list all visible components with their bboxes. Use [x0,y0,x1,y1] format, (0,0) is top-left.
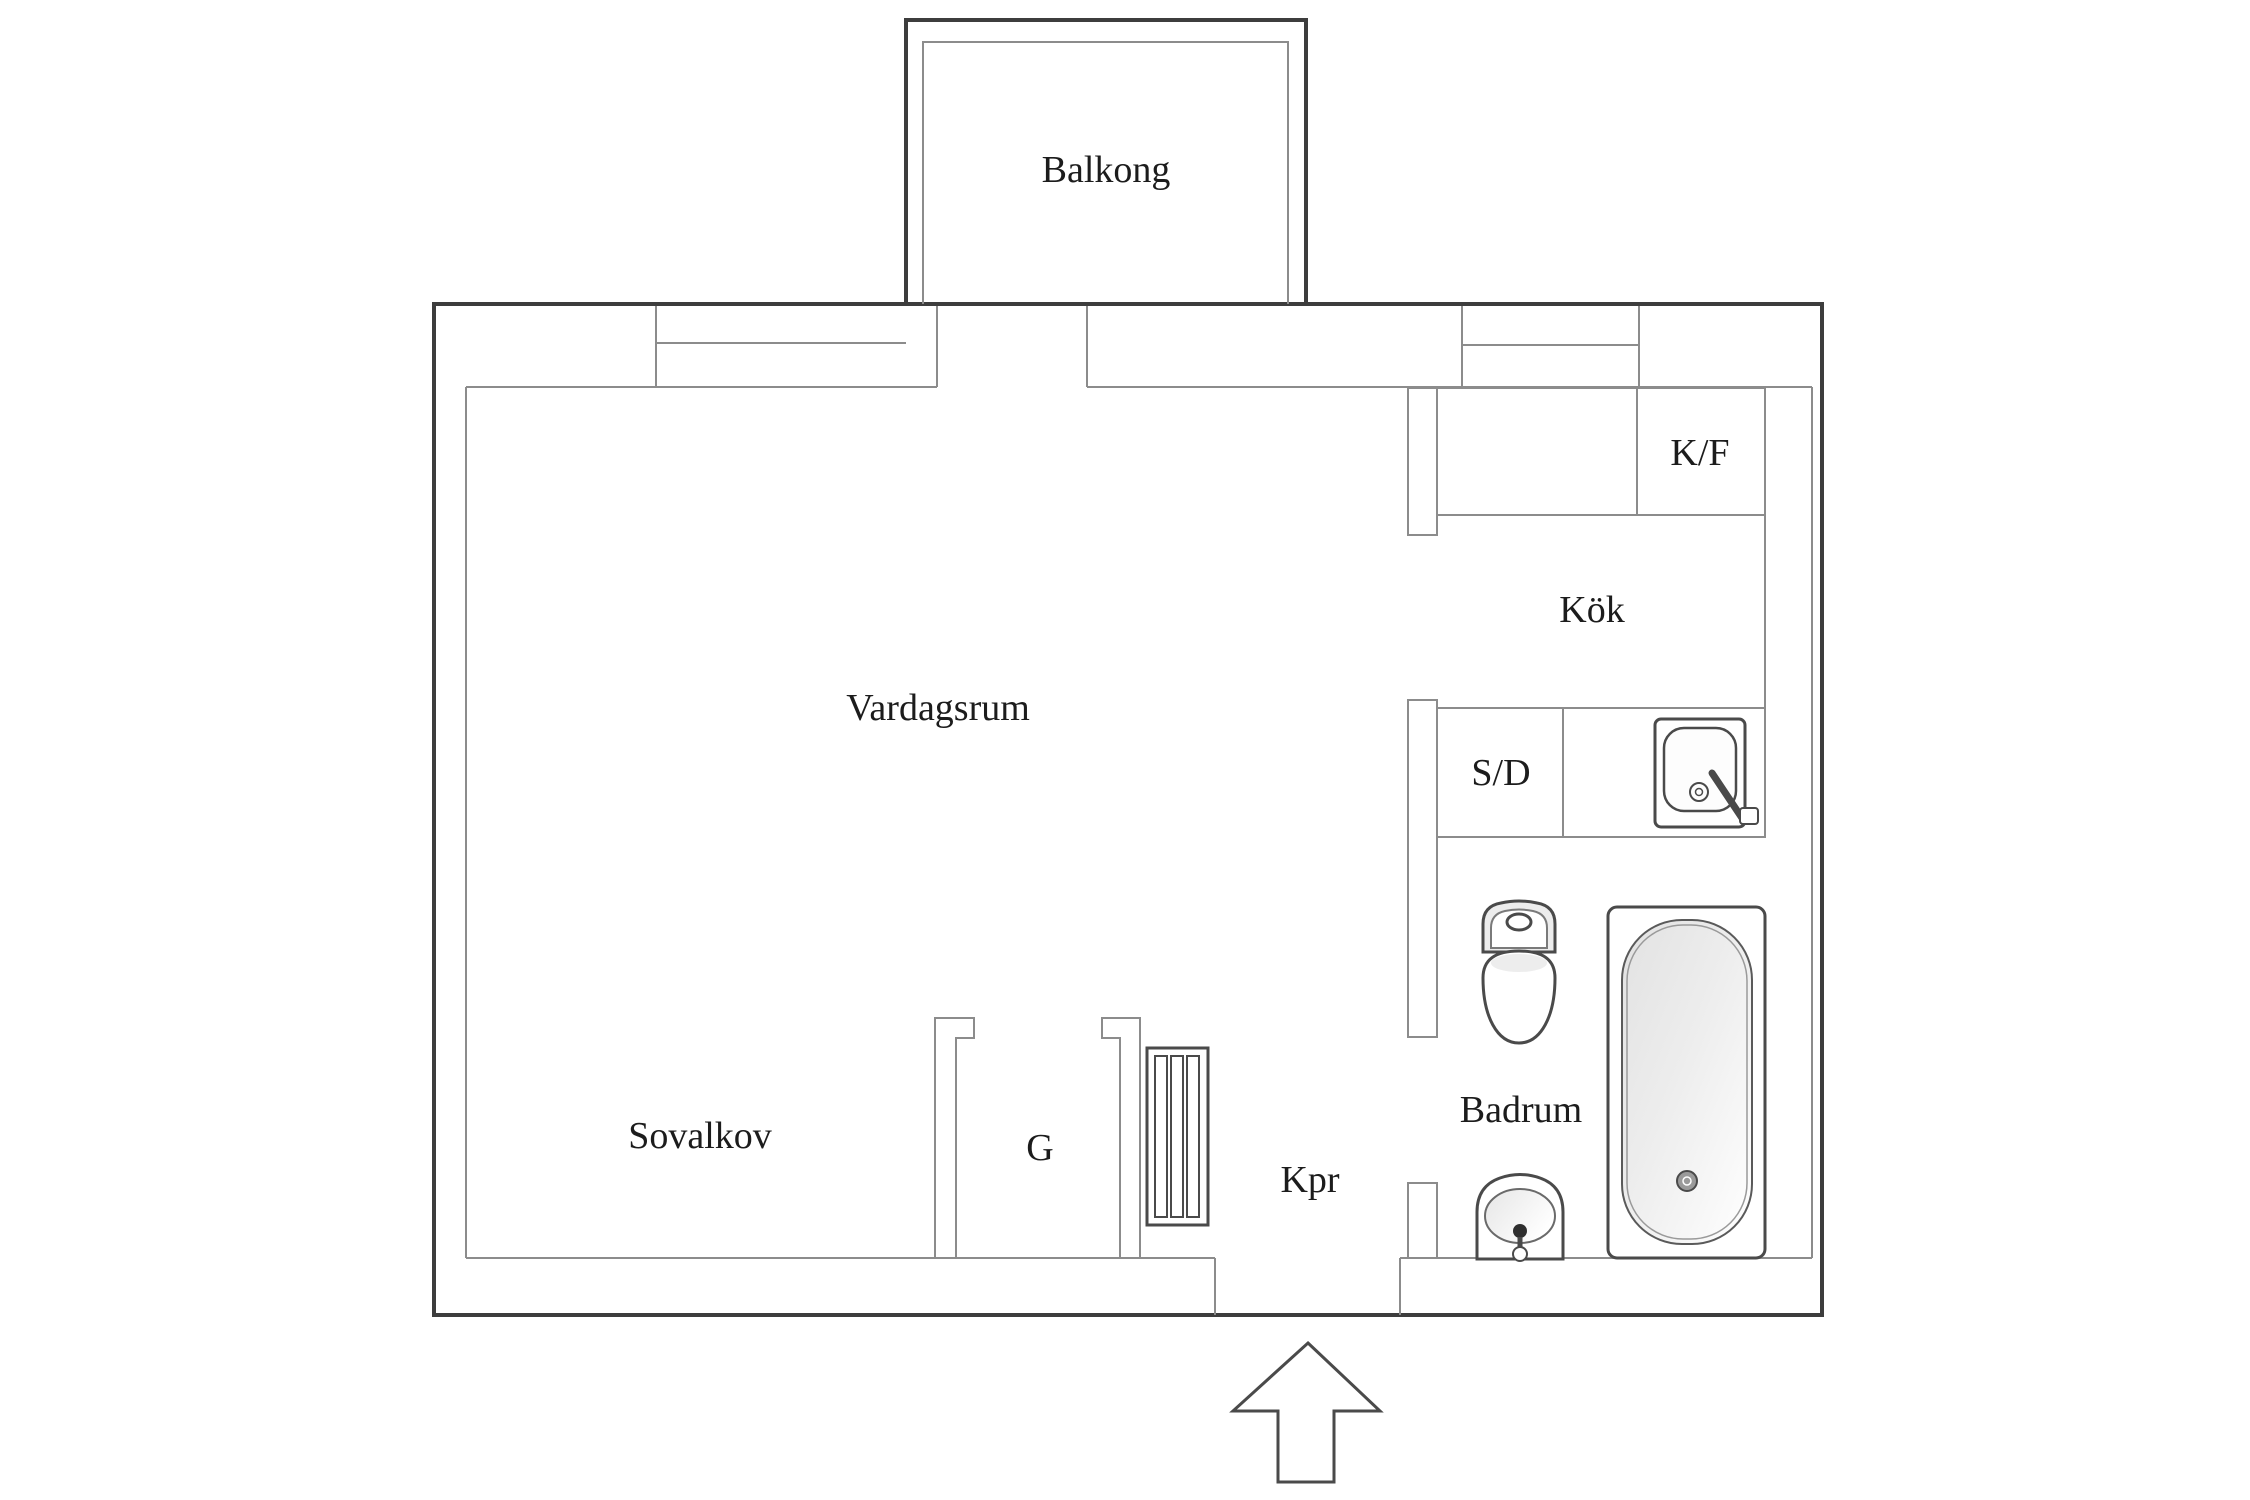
entry-arrow [1229,1340,1384,1484]
entry-arrow-icon [1229,1340,1384,1484]
sink-faucet-base [1739,807,1759,825]
wall-segment-bottom [1407,1182,1438,1259]
toilet-bowl-shade [1491,954,1547,972]
upper-cabinet-box [1436,387,1638,516]
fridge-freezer-box [1636,387,1766,516]
wardrobe-left-wall [934,1017,975,1258]
sink-drain-center [1694,787,1704,797]
label-fridge-freezer: K/F [1670,432,1729,474]
living-room-window [655,306,906,387]
kitchen-window [1461,306,1640,387]
label-hallway: Kpr [1280,1159,1339,1201]
radiator-icon [1145,1046,1210,1227]
bathtub-inner [1621,919,1753,1245]
washbasin-icon [1475,1173,1565,1262]
label-balcony: Balkong [1042,149,1171,191]
balcony-door-opening [936,306,1088,387]
interior-wall-segments [1407,387,1438,1259]
toilet-icon [1481,899,1557,1045]
kitchen-cabinets [1436,387,1766,838]
outer-walls [432,302,1824,1317]
wardrobe-right-wall [1101,1017,1141,1258]
radiator-slat [1170,1055,1184,1218]
wall-segment-kitchen-top [1407,387,1438,536]
washbasin-faucet-knob [1512,1246,1528,1262]
wardrobe-closet [934,1017,1141,1258]
outer-wall-rect [432,302,1824,1317]
bathtub-icon [1606,905,1767,1260]
label-kitchen: Kök [1559,589,1624,631]
room-labels: Balkong Vardagsrum K/F Kök S/D Sovalkov … [628,149,1729,1201]
bathtub-inner-line [1626,924,1748,1240]
wall-segment-middle [1407,699,1438,1038]
toilet-flush-button [1505,912,1533,932]
label-wardrobe: G [1026,1127,1053,1169]
washbasin-faucet [1513,1224,1527,1238]
label-bathroom: Badrum [1460,1089,1582,1131]
kitchen-sink-icon [1653,717,1759,829]
radiator-slat [1186,1055,1200,1218]
label-living-room: Vardagsrum [846,687,1030,729]
label-sleeping-alcove: Sovalkov [628,1115,772,1157]
bathtub-drain-ring [1682,1176,1692,1186]
bathtub-drain [1676,1170,1698,1192]
label-dishwasher: S/D [1471,752,1530,794]
sink-drain [1689,782,1709,802]
sink-basin [1662,726,1738,813]
balcony-inner-wall [922,41,1289,304]
balcony [904,18,1308,304]
sink-faucet-lever [1708,769,1746,822]
toilet-bowl [1481,949,1557,1045]
balcony-outer-wall [904,18,1308,304]
windows [655,306,1640,387]
radiator-slat [1154,1055,1168,1218]
kitchen-counter [1436,707,1766,838]
